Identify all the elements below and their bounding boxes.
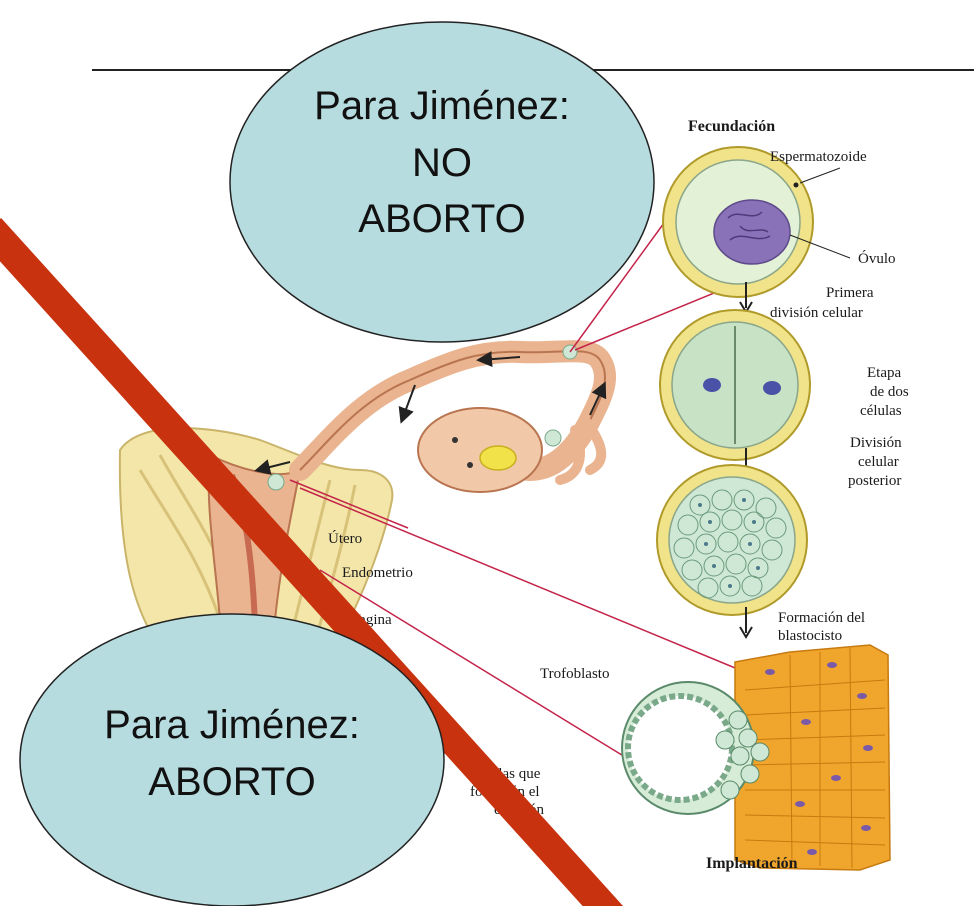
label-ovulo: Óvulo <box>858 250 896 267</box>
callout-bottom-line1: Para Jiménez: <box>104 703 360 747</box>
fertilized-egg-cell <box>663 147 813 297</box>
callout-bottom: Para Jiménez: ABORTO <box>20 614 444 906</box>
sperm-pointer-line <box>800 168 840 183</box>
label-division-2: celular <box>858 454 899 470</box>
callout-top-line2: NO <box>412 141 472 185</box>
label-division-3: posterior <box>848 473 901 489</box>
label-espermatozoide: Espermatozoide <box>770 149 867 165</box>
two-cell-stage <box>660 310 810 460</box>
callout-top-line3: ABORTO <box>358 197 525 241</box>
label-primera-1: Primera <box>826 285 874 301</box>
label-fecundacion: Fecundación <box>688 118 775 135</box>
callout-top-line1: Para Jiménez: <box>314 84 570 128</box>
morula-stage <box>657 465 807 615</box>
callout-bottom-line2: ABORTO <box>148 760 315 804</box>
label-trofoblasto: Trofoblasto <box>540 666 609 682</box>
label-etapa-2: de dos <box>870 384 909 400</box>
label-division-1: División <box>850 435 902 451</box>
label-primera-2: división celular <box>770 305 863 321</box>
label-etapa-1: Etapa <box>867 365 901 381</box>
label-formacion-2: blastocisto <box>778 628 842 644</box>
label-utero: Útero <box>328 530 362 547</box>
label-implantacion: Implantación <box>706 855 798 872</box>
label-endometrio: Endometrio <box>342 565 413 581</box>
callout-top: Para Jiménez: NO ABORTO <box>230 22 654 342</box>
label-etapa-3: células <box>860 403 902 419</box>
label-formacion-1: Formación del <box>778 610 865 626</box>
